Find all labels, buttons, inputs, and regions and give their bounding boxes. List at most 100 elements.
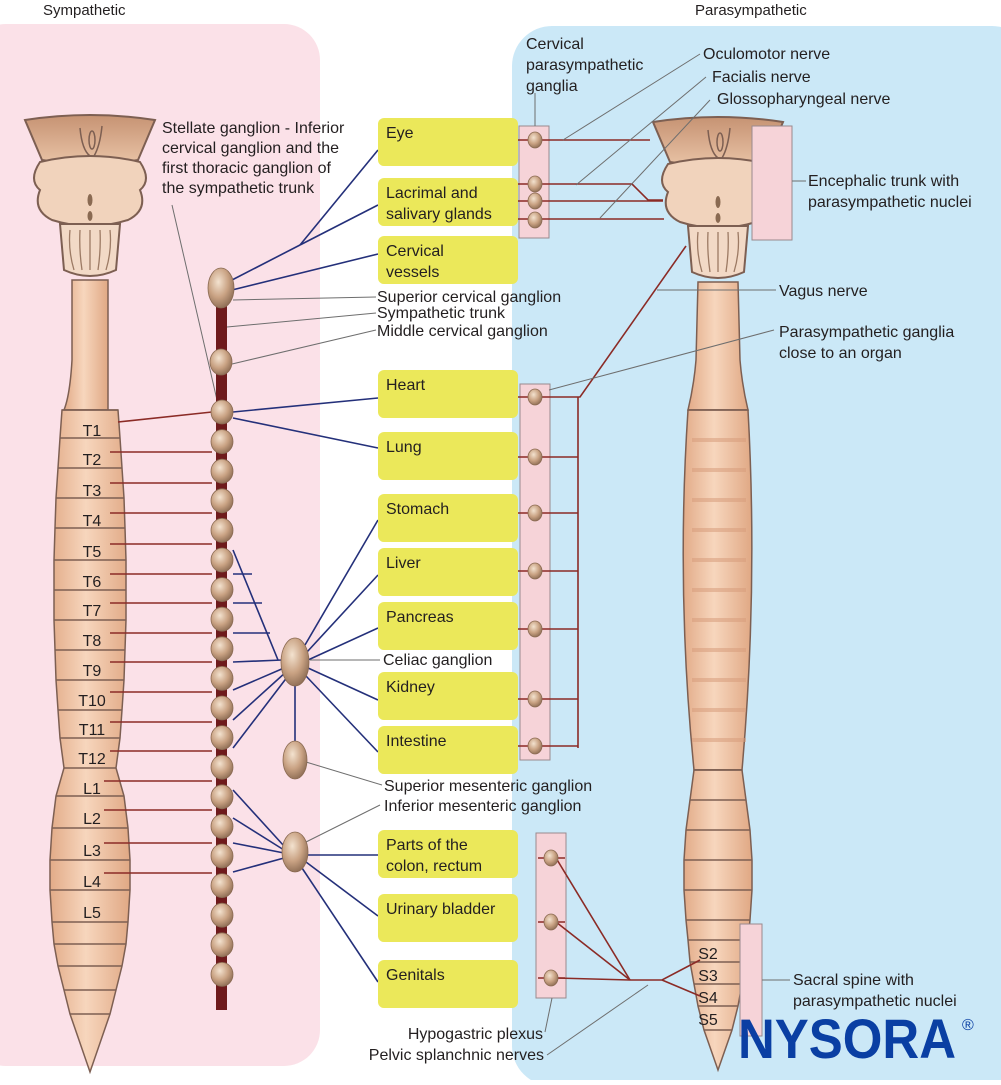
organ-label: Urinary bladder [386,901,496,918]
postganglionic-fiber [306,574,379,653]
postganglionic-fiber [232,417,379,449]
lumbar-splanchnic [232,817,285,851]
sacral-segment-label: S2 [698,946,718,963]
facial-fiber [631,183,663,201]
organ-parasympathetic-ganglion [527,562,543,580]
nerve-lines [104,53,806,1056]
spinal-segment-label: L1 [83,781,101,798]
paravertebral-ganglion [210,784,234,810]
spinal-segment-label: T12 [78,751,106,768]
cervical-parasympathetic-ganglion [527,131,543,149]
celiac-ganglion-label: Celiac ganglion [383,652,492,669]
pelvic-splanchnic [555,921,631,981]
splanchnic-nerve [232,667,285,691]
stellate-leader [171,204,218,401]
organ-box-bg [378,672,518,720]
organ-box-bg [378,726,518,774]
organ-box-heart: Heart [378,370,518,418]
postganglionic-fiber [307,627,379,661]
pons-mark [715,213,721,223]
organ-parasympathetic-ganglion [527,737,543,755]
midbrain-groove [79,125,103,157]
paravertebral-ganglion [210,695,234,721]
postganglionic-fiber [305,675,379,753]
paravertebral-ganglion [210,458,234,484]
organ-box-genitals: Genitals [378,960,518,1008]
organ-box-bg [378,432,518,480]
pelvic-parasympathetic-ganglion [543,849,559,867]
pelvic-splanchnic [555,959,701,981]
cervical-cord [687,281,749,411]
spinal-segment-label: T11 [79,722,105,739]
organ-parasympathetic-ganglion [527,690,543,708]
sacral-segment-label: S3 [698,968,718,985]
postganglionic-fiber [305,861,379,917]
organ-box-intestine: Intestine [378,726,518,774]
organ-box-bg [378,894,518,942]
paravertebral-ganglion [210,962,234,987]
medulla-line [733,231,740,273]
sacral-segment-label: S4 [698,990,718,1007]
middle-cervical-ganglion-label: Middle cervical ganglion [377,323,548,340]
sacral-segment-label: S5 [698,1012,718,1029]
sympathetic-brainstem [23,114,157,277]
postganglionic-fiber [304,519,379,646]
paravertebral-ganglion [210,902,234,928]
medulla-line [68,229,75,271]
encephalic-nuclei-box [751,125,793,241]
parasympathetic-header: Parasympathetic [695,2,807,19]
nysora-logo: NYSORA ® [738,1007,974,1070]
paravertebral-ganglion [210,488,234,514]
organ-box-bg [378,370,518,418]
organ-box-lung: Lung [378,432,518,480]
medulla-line [696,231,703,273]
lumbar-splanchnic [232,789,285,847]
spinal-segment-label: T10 [78,693,106,710]
paravertebral-ganglion [210,932,234,958]
parasympathetic-panel [512,26,1001,1085]
spinal-segment-label: T4 [83,513,102,530]
organ-box-pancreas: Pancreas [378,602,518,650]
logo-registered-mark: ® [962,1017,974,1034]
logo-text: NYSORA [738,1007,956,1070]
postganglionic-fiber [307,667,379,701]
postganglionic-fiber [231,253,379,291]
spinal-segment-label: T9 [83,663,102,680]
organ-label: Eye [386,125,414,142]
cervical-parasympathetic-ganglion [527,211,543,229]
midbrain-notch [88,130,96,150]
paravertebral-ganglion [210,636,234,662]
hypogastric-plexus-label: Hypogastric plexus [408,1026,543,1043]
pons-mark [87,211,93,221]
paravertebral-ganglion [210,518,234,543]
superior-cervical-ganglion [207,267,235,309]
organ-parasympathetic-ganglion [527,388,543,406]
organ-box-bg [378,178,518,226]
paravertebral-ganglion [210,843,234,869]
postganglionic-fiber [299,204,379,246]
pelvic-splanchnic [555,857,631,981]
paravertebral-ganglion [210,606,234,632]
pons-mark [715,196,721,208]
splanchnic-nerve [232,659,283,663]
organ-label: Kidney [386,679,435,696]
cervical-parasympathetic-ganglion [527,192,543,210]
sympathetic-header: Sympathetic [43,2,126,19]
organ-box-liver: Liver [378,548,518,596]
pelvic-splanchnic-nerves-label: Pelvic splanchnic nerves [369,1047,544,1064]
organ-parasympathetic-ganglion [527,448,543,466]
organ-label: Intestine [386,733,447,750]
paravertebral-ganglion [210,577,234,602]
organ-box-bg [378,548,518,596]
organ-label: Heart [386,377,426,394]
